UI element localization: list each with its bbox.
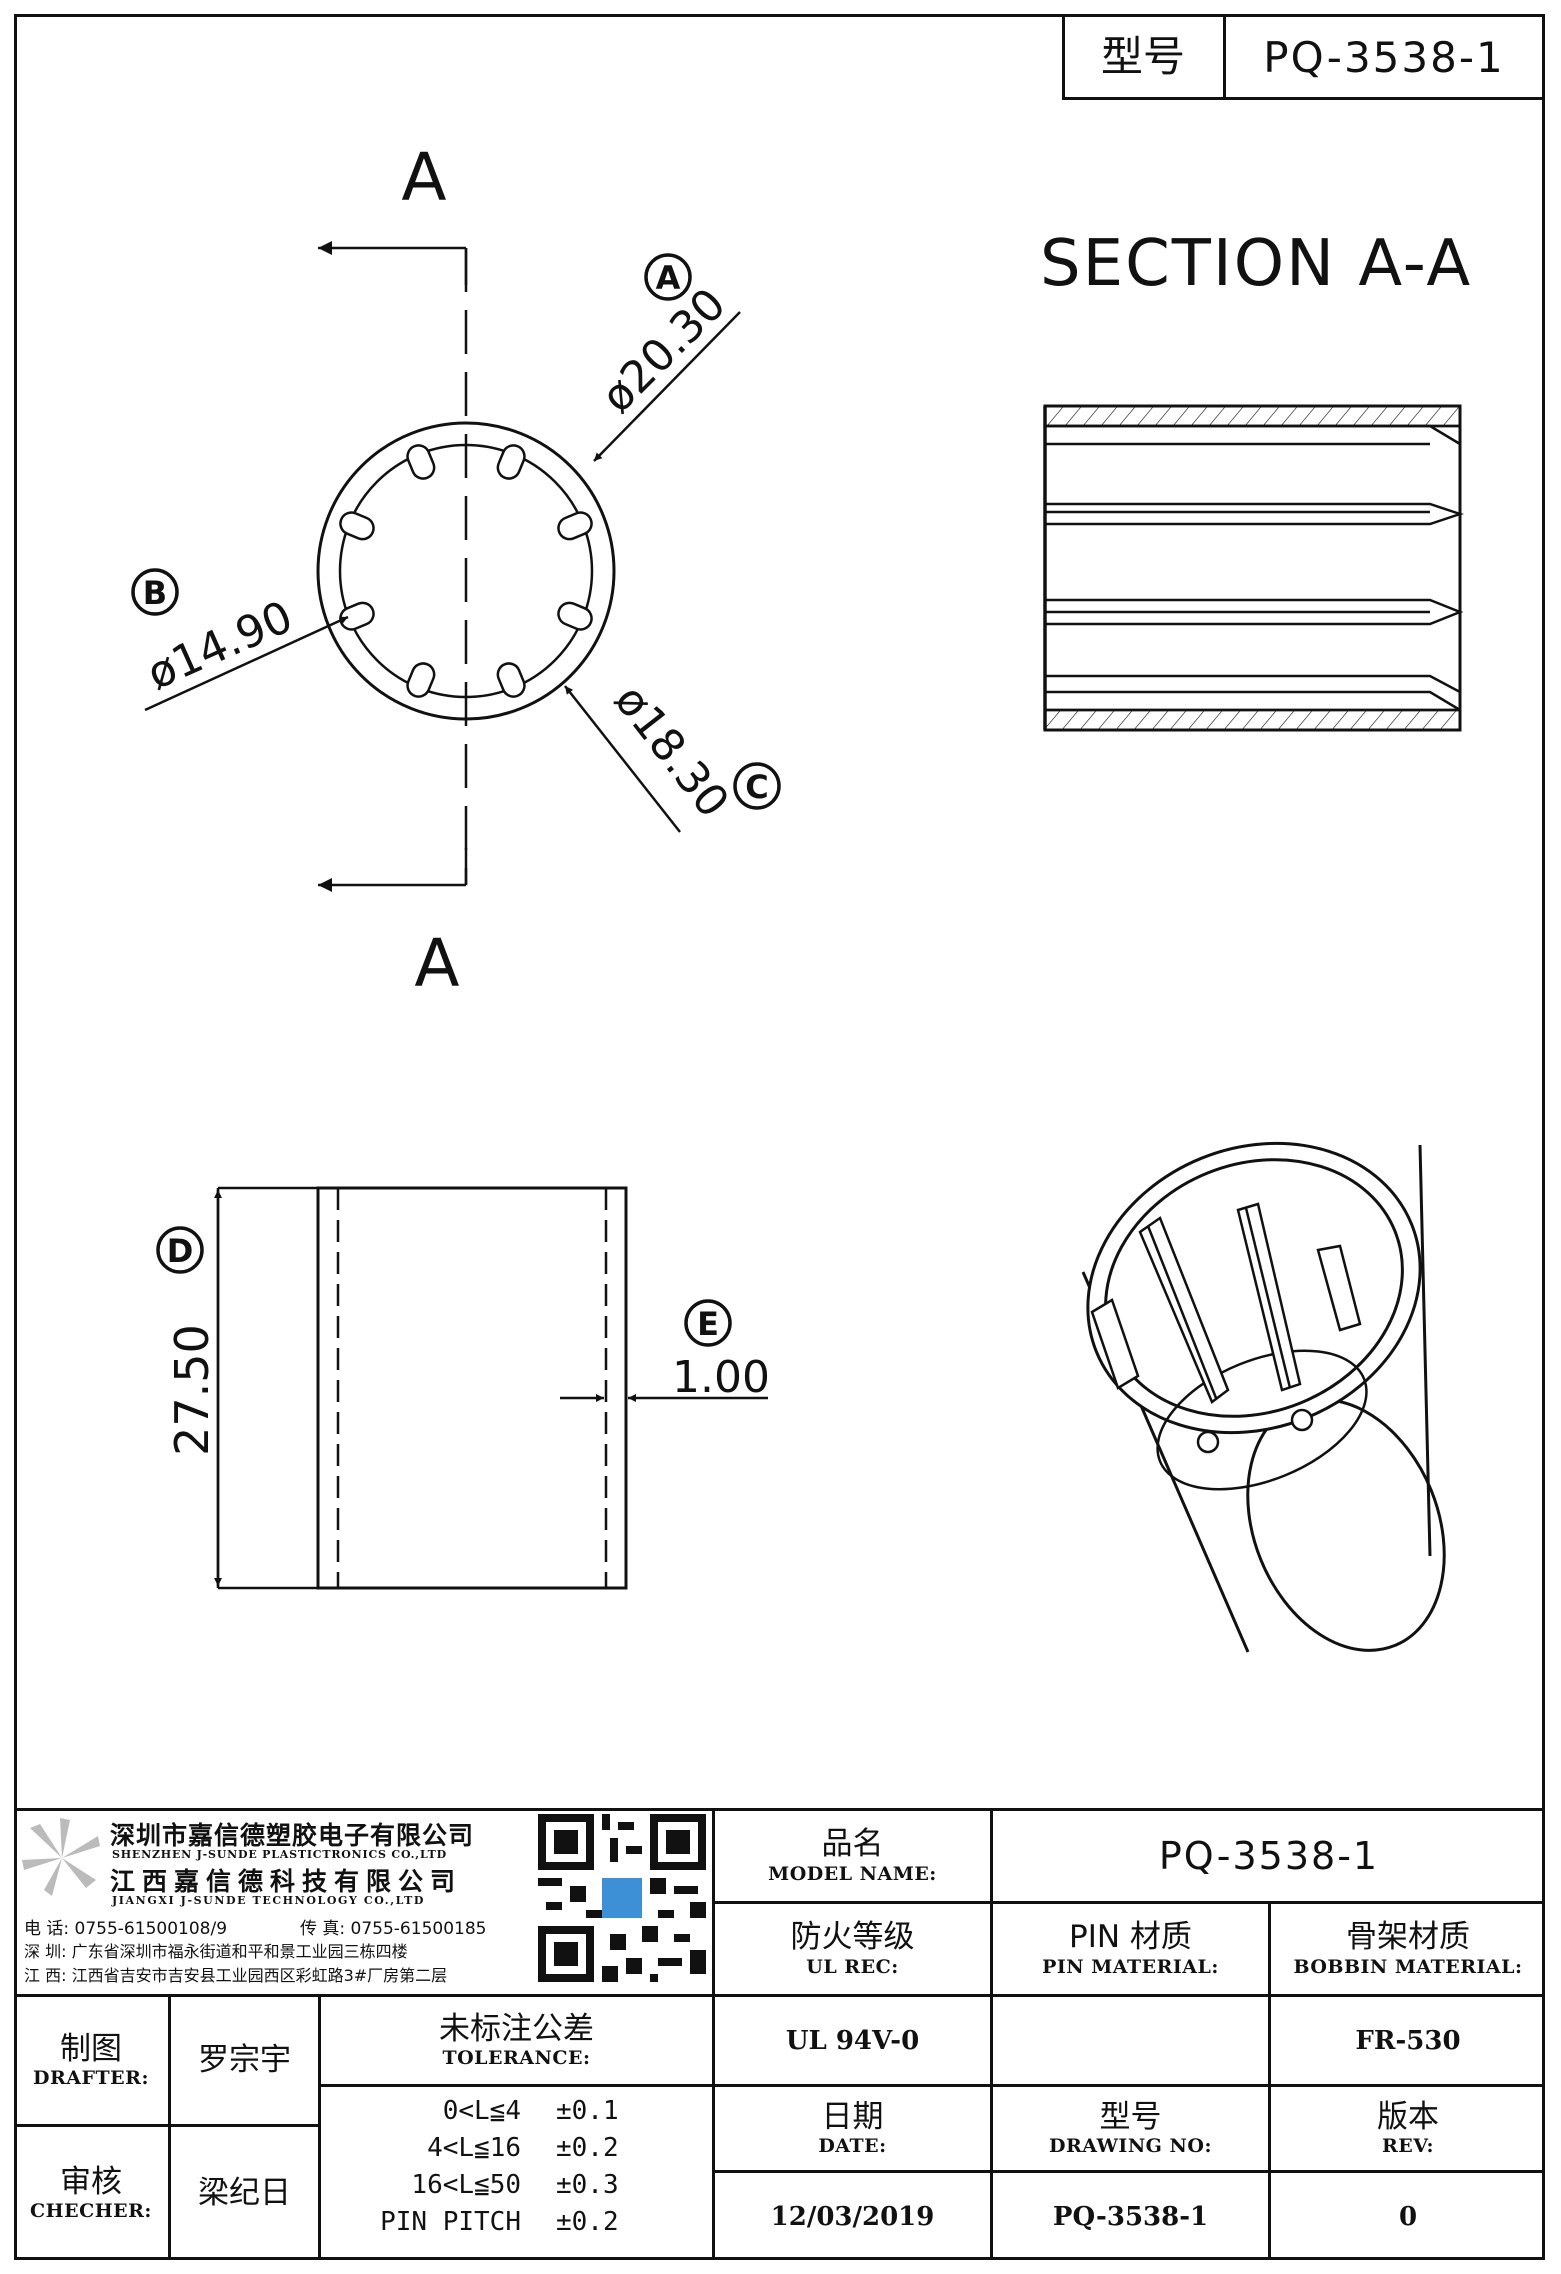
tolerance-value-1: ±0.2 — [556, 2133, 619, 2163]
section-title: SECTION A-A — [1040, 227, 1472, 301]
tb-line — [712, 1808, 715, 2260]
tolerance-value-2: ±0.3 — [556, 2170, 619, 2200]
tolerance-range-2: 16<L≦50 — [411, 2170, 521, 2200]
tb-line — [14, 1994, 1545, 1997]
date-value: 12/03/2019 — [770, 2201, 935, 2232]
drawing-no-header: 型号 DRAWING NO: — [1049, 2098, 1212, 2158]
section-mark-top: A — [401, 139, 446, 216]
dim-c-label: ø18.30 — [604, 675, 738, 827]
company-fax: 传 真: 0755-61500185 — [300, 1919, 487, 1939]
title-block — [14, 1808, 1545, 2260]
tolerance-value-3: ±0.2 — [556, 2207, 619, 2237]
pin-material-header: PIN 材质 PIN MATERIAL: — [1042, 1919, 1219, 1978]
model-name-value: PQ-3538-1 — [1158, 1834, 1380, 1878]
tolerance-range-1: 4<L≦16 — [427, 2133, 521, 2163]
ring-teeth — [339, 444, 593, 698]
svg-text:C: C — [745, 768, 768, 806]
checker-name: 梁纪日 — [198, 2174, 291, 2211]
qr-code-icon — [538, 1814, 706, 1982]
technical-drawing: A A ø20.30 ø14.90 ø18.30 A B C SECTION A… — [131, 139, 1472, 1653]
drawing-no-value: PQ-3538-1 — [1052, 2201, 1209, 2232]
checker-label: 审核 CHECHER: — [30, 2163, 152, 2223]
tolerance-range-3: PIN PITCH — [380, 2207, 521, 2237]
rev-header: 版本 REV: — [1377, 2098, 1439, 2158]
callout-a: A — [644, 253, 692, 301]
header-divider — [1223, 14, 1226, 100]
callout-b: B — [131, 568, 179, 616]
header-model-box — [1062, 14, 1545, 100]
model-name-header: 品名 MODEL NAME: — [768, 1826, 937, 1885]
header-model-label: 型号 — [1100, 31, 1185, 81]
company-name-cn-1: 深圳市嘉信德塑胶电子有限公司 — [110, 1821, 475, 1850]
rev-value: 0 — [1398, 2201, 1418, 2232]
company-logo — [22, 1818, 100, 1896]
isometric-view — [1081, 1141, 1446, 1653]
dim-e-label: 1.00 — [672, 1352, 770, 1403]
side-view — [214, 1186, 768, 1590]
tolerance-value-0: ±0.1 — [556, 2096, 619, 2126]
drafter-name: 罗宗宇 — [198, 2041, 291, 2078]
callout-e: E — [684, 1299, 732, 1347]
company-name-en-1: SHENZHEN J-SUNDE PLASTICTRONICS CO.,LTD — [112, 1848, 447, 1861]
tb-line — [14, 2124, 319, 2127]
dim-d-label: 27.50 — [165, 1324, 219, 1456]
ul-rec-header: 防火等级 UL REC: — [790, 1919, 915, 1978]
ul-rec-value: UL 94V-0 — [785, 2025, 920, 2056]
company-phone: 电 话: 0755-61500108/9 — [24, 1919, 228, 1939]
tb-line — [1268, 1901, 1271, 2260]
front-view — [144, 241, 741, 892]
tb-line — [318, 2084, 712, 2087]
tb-line — [712, 2084, 1545, 2087]
section-view — [1043, 404, 1464, 732]
company-address-shenzhen: 深 圳: 广东省深圳市福永街道和平和景工业园三栋四楼 — [24, 1942, 408, 1961]
callout-d: D — [156, 1226, 204, 1274]
tb-line — [168, 1994, 171, 2260]
tb-line — [990, 1811, 993, 1901]
bobbin-material-value: FR-530 — [1355, 2025, 1461, 2056]
tolerance-range-0: 0<L≦4 — [442, 2096, 521, 2126]
svg-text:B: B — [143, 574, 167, 612]
pin-material-value — [993, 1997, 1268, 2084]
section-mark-bottom: A — [414, 925, 459, 1002]
callout-c: C — [733, 762, 781, 810]
tolerance-header: 未标注公差 TOLERANCE: — [439, 2010, 594, 2070]
company-address-jiangxi: 江 西: 江西省吉安市吉安县工业园西区彩虹路3#厂房第二层 — [24, 1966, 448, 1985]
drawing-frame — [14, 14, 1545, 2260]
tb-line — [712, 2170, 1545, 2173]
company-name-en-2: JIANGXI J-SUNDE TECHNOLOGY CO.,LTD — [112, 1894, 426, 1907]
company-name-cn-2: 江西嘉信德科技有限公司 — [110, 1867, 463, 1896]
header-model-value: PQ-3538-1 — [1263, 32, 1505, 82]
svg-text:A: A — [656, 259, 681, 297]
bobbin-material-header: 骨架材质 BOBBIN MATERIAL: — [1293, 1919, 1523, 1978]
drafter-label: 制图 DRAFTER: — [33, 2030, 149, 2090]
tb-line — [990, 1901, 993, 2260]
svg-text:E: E — [697, 1305, 719, 1343]
tb-line — [318, 1994, 321, 2260]
svg-text:D: D — [167, 1232, 194, 1270]
tb-line — [712, 1901, 1545, 1904]
date-header: 日期 DATE: — [818, 2098, 887, 2158]
